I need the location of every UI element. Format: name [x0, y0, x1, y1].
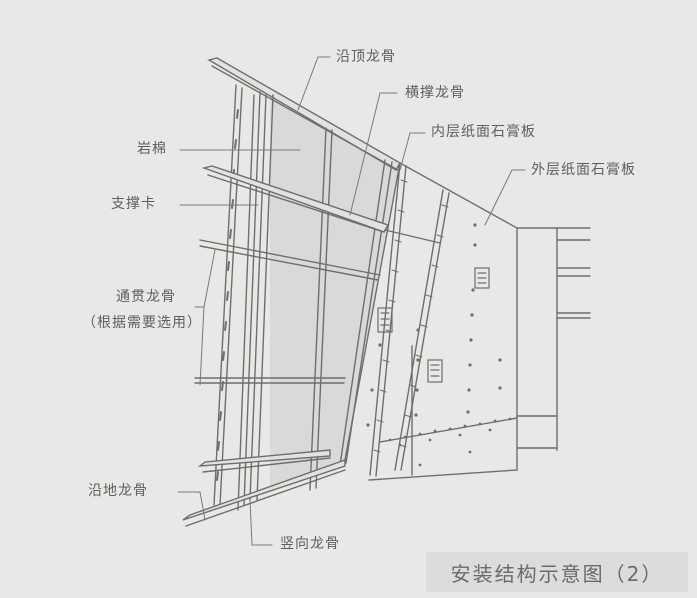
label-top-track: 沿顶龙骨 [336, 49, 396, 65]
end-wall [516, 227, 591, 451]
label-through-channel: 通贯龙骨 [116, 289, 176, 305]
label-cross-brace: 横撑龙骨 [405, 85, 465, 101]
cross-brace [201, 165, 390, 233]
label-rock-wool: 岩棉 [137, 141, 167, 157]
through-channels [194, 239, 381, 384]
label-through-channel-note: （根据需要选用） [82, 315, 202, 331]
rock-wool-fill [270, 95, 400, 490]
label-vertical-stud: 竖向龙骨 [280, 536, 340, 552]
floor-track [182, 459, 346, 527]
screw-dots [366, 223, 512, 467]
vertical-studs [213, 84, 393, 511]
figure-caption: 安装结构示意图（2） [426, 552, 688, 592]
label-inner-gypsum-board: 内层纸面石膏板 [431, 124, 536, 140]
label-outer-gypsum-board: 外层纸面石膏板 [531, 162, 636, 178]
lower-brace [197, 449, 331, 473]
label-support-clip: 支撑卡 [111, 196, 156, 212]
support-clip-glyphs [377, 267, 490, 383]
leader-lines [177, 56, 526, 546]
board-seam [379, 229, 518, 476]
label-floor-track: 沿地龙骨 [88, 483, 148, 499]
stud-perforations [216, 109, 239, 481]
